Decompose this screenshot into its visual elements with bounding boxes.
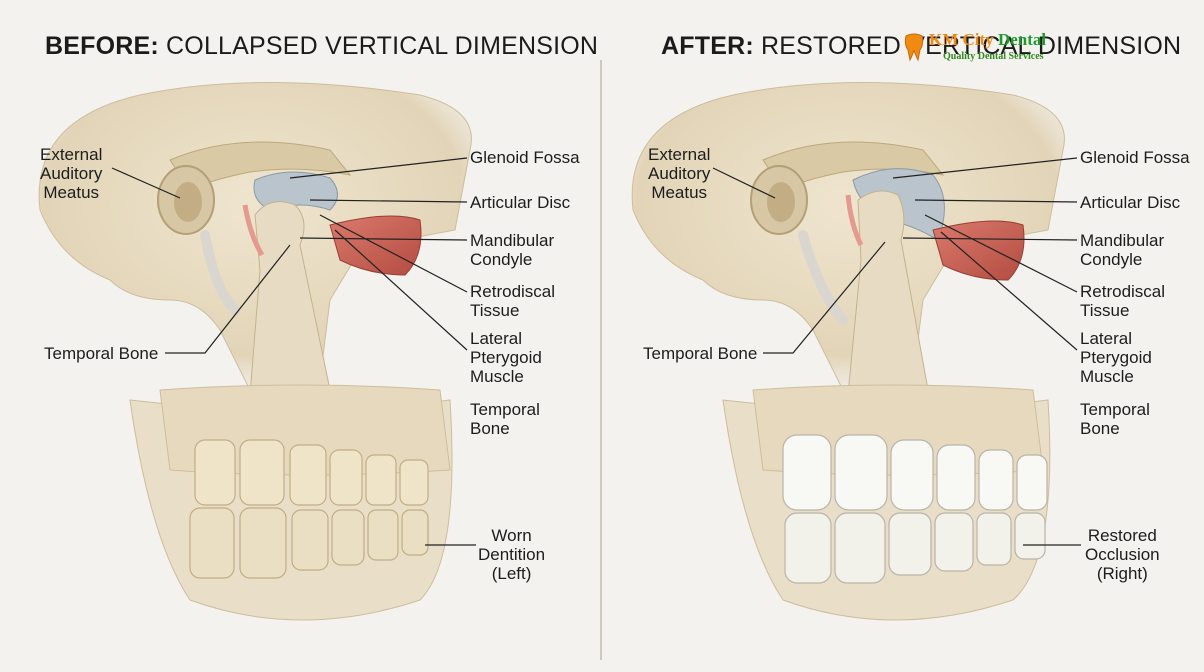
label-worn-dentition: Worn Dentition (Left) xyxy=(478,526,546,583)
after-title: AFTER: RESTORED VERTICAL DIMENSION xyxy=(661,32,1182,60)
worn-lower-teeth xyxy=(189,507,429,579)
mandible-ramus xyxy=(847,190,929,396)
brand-tagline: Quality Dental Services xyxy=(943,51,1044,62)
brand-logo: KM City Dental Quality Dental Services xyxy=(903,30,1078,66)
label-temporal-bone-upper: Temporal Bone xyxy=(643,344,758,363)
label-mandibular-condyle: Mandibular Condyle xyxy=(1080,231,1165,269)
leader-lines xyxy=(712,157,1081,546)
brand-name: KM City Dental xyxy=(929,30,1047,49)
worn-upper-teeth xyxy=(194,439,429,506)
label-temporal-bone-lower: Temporal Bone xyxy=(1080,400,1150,438)
label-temporal-bone-upper: Temporal Bone xyxy=(44,344,159,363)
label-restored-occlusion: Restored Occlusion (Right) xyxy=(1085,526,1160,583)
after-anatomy-illustration xyxy=(631,82,1081,621)
label-glenoid-fossa: Glenoid Fossa xyxy=(470,148,580,167)
label-lateral-pterygoid: Lateral Pterygoid Muscle xyxy=(1080,329,1152,386)
panel-divider xyxy=(600,60,602,660)
restored-lower-teeth xyxy=(784,512,1046,584)
skull-base xyxy=(631,82,1065,391)
label-external-auditory-meatus: External Auditory Meatus xyxy=(40,145,103,202)
before-title: BEFORE: COLLAPSED VERTICAL DIMENSION xyxy=(45,32,599,60)
after-panel: AFTER: RESTORED VERTICAL DIMENSION Exter… xyxy=(603,0,1203,672)
label-retrodiscal-tissue: Retrodiscal Tissue xyxy=(470,282,556,320)
label-external-auditory-meatus: External Auditory Meatus xyxy=(648,145,711,202)
label-glenoid-fossa: Glenoid Fossa xyxy=(1080,148,1190,167)
lateral-pterygoid-shape xyxy=(932,220,1025,281)
leader-lines xyxy=(111,157,476,546)
restored-upper-teeth xyxy=(782,434,1048,511)
glenoid-fossa-shape xyxy=(169,141,352,191)
tooth-logo-icon xyxy=(904,33,924,62)
before-panel: BEFORE: COLLAPSED VERTICAL DIMENSION Ext… xyxy=(0,0,600,672)
label-retrodiscal-tissue: Retrodiscal Tissue xyxy=(1080,282,1166,320)
label-lateral-pterygoid: Lateral Pterygoid Muscle xyxy=(470,329,542,386)
mandible-ramus xyxy=(249,201,331,396)
lateral-pterygoid-shape xyxy=(329,215,422,276)
label-temporal-bone-lower: Temporal Bone xyxy=(470,400,540,438)
before-anatomy-illustration xyxy=(38,82,476,621)
label-mandibular-condyle: Mandibular Condyle xyxy=(470,231,555,269)
label-articular-disc: Articular Disc xyxy=(470,193,571,212)
label-articular-disc: Articular Disc xyxy=(1080,193,1181,212)
